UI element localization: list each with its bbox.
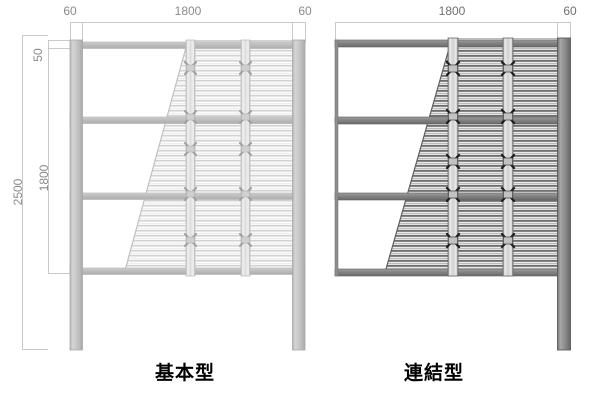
post-right-left — [292, 39, 306, 351]
clamp-body-group-left — [186, 64, 250, 244]
dim-right-post-width: 60 — [563, 4, 577, 18]
dim-overall-height: 2500 — [11, 178, 25, 205]
drawing-basic-type — [69, 39, 306, 351]
right-top-dimension-group — [335, 22, 571, 40]
dim-top-rail-height: 50 — [31, 48, 45, 62]
post-left-left — [69, 39, 83, 351]
dim-left-panel-width: 1800 — [175, 4, 202, 18]
caption-linked-type: 連結型 — [404, 363, 465, 384]
left-vertical-dimension-group — [22, 35, 70, 350]
dim-right-panel-width: 1800 — [439, 4, 466, 18]
left-top-dimension-group — [70, 22, 306, 42]
connector-edge-right — [334, 39, 339, 277]
post-right-right — [557, 37, 571, 351]
clamp-body-group-right — [448, 64, 513, 245]
dim-panel-height: 1800 — [37, 164, 51, 191]
inner-post-1-left — [185, 39, 196, 277]
caption-basic-type: 基本型 — [155, 363, 216, 384]
louver-diagonal-edge-left — [123, 39, 189, 275]
drawing-linked-type — [334, 37, 571, 351]
dim-left-right-post-width: 60 — [298, 4, 312, 18]
inner-post-2-left — [240, 39, 251, 277]
louver-diagonal-edge-right — [383, 37, 453, 277]
dim-left-post-width: 60 — [63, 4, 77, 18]
